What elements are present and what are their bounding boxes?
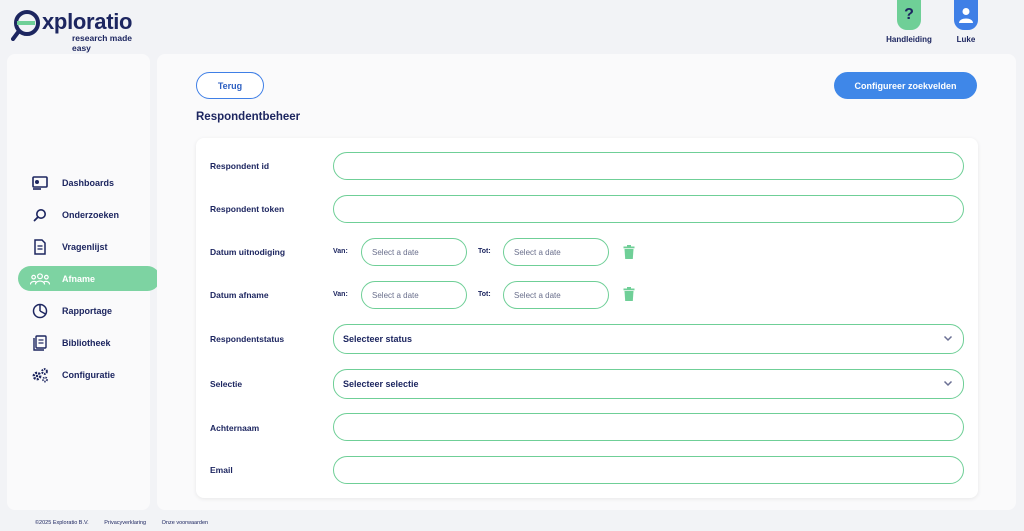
logo-mark-icon <box>11 10 40 41</box>
sidebar-item-label: Rapportage <box>62 305 113 316</box>
gears-icon <box>30 365 50 385</box>
achternaam-label: Achternaam <box>210 423 260 433</box>
to-label: Tot: <box>478 291 491 298</box>
user-icon <box>959 8 973 23</box>
user-button[interactable]: Luke <box>936 0 996 46</box>
datum-uitnodiging-label: Datum uitnodiging <box>210 247 286 257</box>
question-icon: ? <box>904 6 914 23</box>
afname-to-date-input[interactable]: Select a date <box>503 281 609 309</box>
search-form-card: Respondent id Respondent token Datum uit… <box>196 138 978 498</box>
sidebar-item-dashboards[interactable]: Dashboards <box>18 170 160 195</box>
sidebar-item-rapportage[interactable]: Rapportage <box>18 298 160 323</box>
from-label: Van: <box>333 248 348 255</box>
email-label: Email <box>210 465 233 475</box>
sidebar-item-label: Configuratie <box>62 369 115 380</box>
help-tab: ? <box>897 0 921 30</box>
sidebar-item-label: Afname <box>62 273 96 284</box>
brand-name: xploratio <box>42 9 133 34</box>
group-icon <box>30 269 50 289</box>
respondent-id-label: Respondent id <box>210 161 270 171</box>
sidebar: Dashboards Onderzoeken Vragenlijst Afnam… <box>7 54 160 510</box>
respondent-token-label: Respondent token <box>210 204 285 214</box>
footer: ©2025 Exploratio B.V. Privacyverklaring … <box>35 520 222 526</box>
sidebar-item-label: Dashboards <box>62 177 115 188</box>
search-icon <box>30 205 50 225</box>
back-button[interactable]: Terug <box>196 72 264 99</box>
respondent-token-input[interactable] <box>333 195 964 223</box>
privacy-link[interactable]: Privacyverklaring <box>104 520 147 526</box>
library-icon <box>30 333 50 353</box>
pie-chart-icon <box>30 301 50 321</box>
achternaam-input[interactable] <box>333 413 964 441</box>
chevron-down-icon <box>943 380 953 387</box>
document-icon <box>30 237 50 257</box>
help-button[interactable]: ? Handleiding <box>879 0 939 46</box>
uitnodiging-to-date-input[interactable]: Select a date <box>503 238 609 266</box>
sidebar-item-label: Bibliotheek <box>62 337 111 348</box>
from-label: Van: <box>333 291 348 298</box>
sidebar-item-onderzoeken[interactable]: Onderzoeken <box>18 202 160 227</box>
sidebar-item-bibliotheek[interactable]: Bibliotheek <box>18 330 160 355</box>
brand-tagline: research made easy <box>72 33 133 53</box>
sidebar-item-configuratie[interactable]: Configuratie <box>18 362 160 387</box>
dashboard-icon <box>30 173 50 193</box>
selectie-value: Selecteer selectie <box>343 379 419 389</box>
to-label: Tot: <box>478 248 491 255</box>
sidebar-item-label: Onderzoeken <box>62 209 120 220</box>
sidebar-item-afname[interactable]: Afname <box>18 266 160 291</box>
sidebar-item-vragenlijst[interactable]: Vragenlijst <box>18 234 160 259</box>
respondentstatus-label: Respondentstatus <box>210 334 285 344</box>
trash-icon[interactable] <box>623 287 635 301</box>
main-panel: Terug Configureer zoekvelden Respondentb… <box>157 54 1016 510</box>
copyright-text: ©2025 Exploratio B.V. <box>35 520 89 526</box>
page-title: Respondentbeheer <box>196 111 301 123</box>
selectie-label: Selectie <box>210 379 243 389</box>
afname-from-date-input[interactable]: Select a date <box>361 281 467 309</box>
sidebar-item-label: Vragenlijst <box>62 241 108 252</box>
datum-afname-label: Datum afname <box>210 290 269 300</box>
user-tab <box>954 0 978 30</box>
selectie-select[interactable]: Selecteer selectie <box>333 369 964 399</box>
email-input[interactable] <box>333 456 964 484</box>
respondent-id-input[interactable] <box>333 152 964 180</box>
uitnodiging-from-date-input[interactable]: Select a date <box>361 238 467 266</box>
help-label: Handleiding <box>886 35 932 44</box>
respondentstatus-select[interactable]: Selecteer status <box>333 324 964 354</box>
exploratio-logo[interactable]: xploratio research made easy <box>11 9 151 53</box>
user-label: Luke <box>956 35 976 44</box>
respondentstatus-value: Selecteer status <box>343 334 413 344</box>
terms-link[interactable]: Onze voorwaarden <box>161 520 209 526</box>
chevron-down-icon <box>943 335 953 342</box>
trash-icon[interactable] <box>623 245 635 259</box>
configure-search-fields-button[interactable]: Configureer zoekvelden <box>834 72 977 99</box>
